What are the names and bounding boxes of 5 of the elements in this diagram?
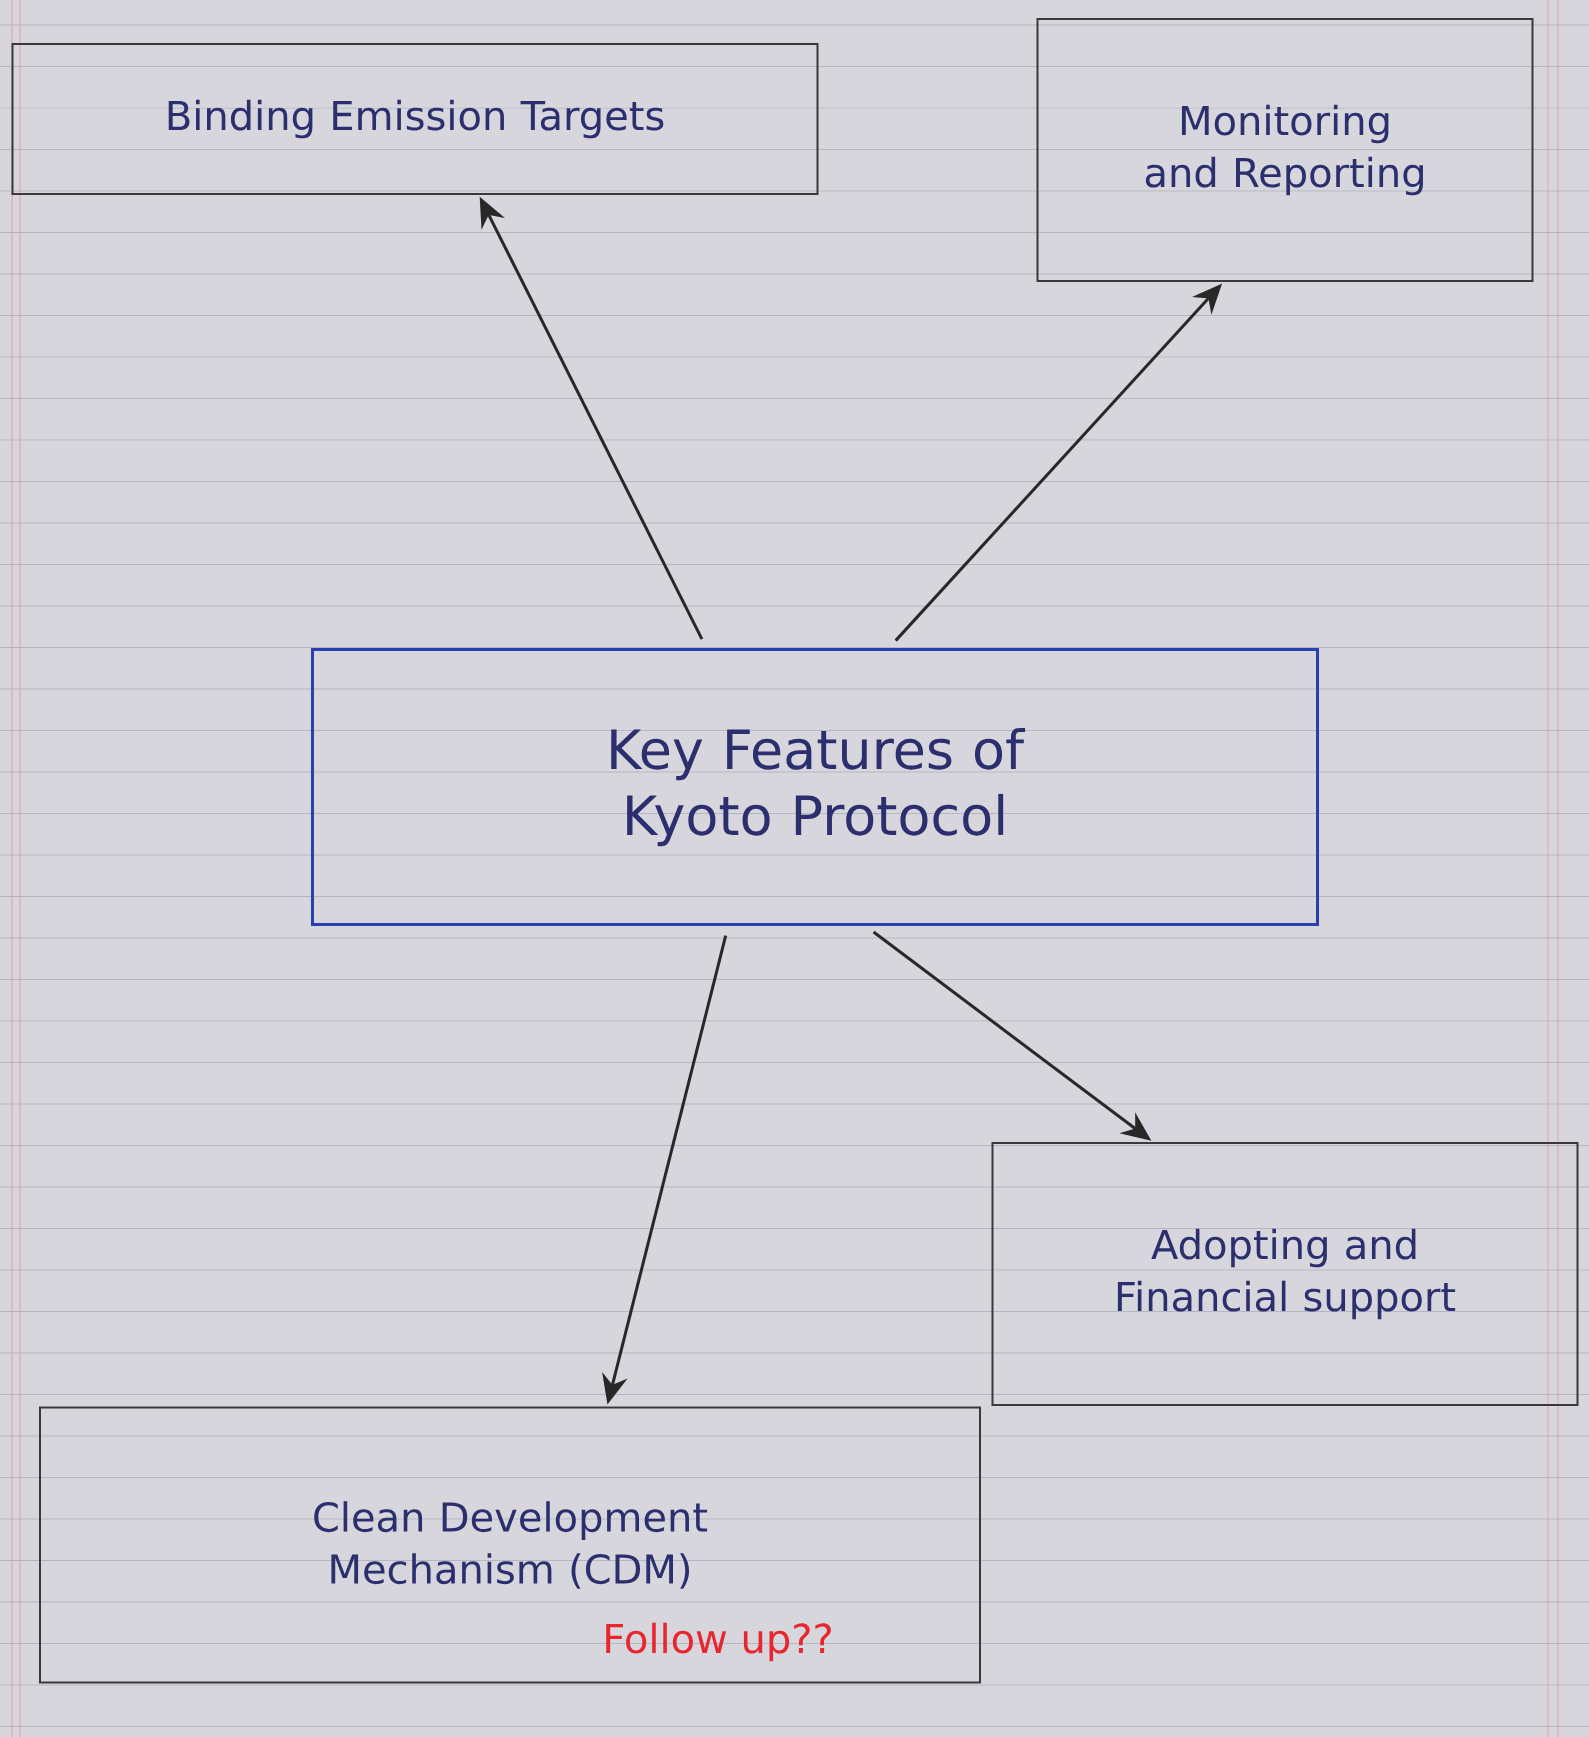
title-box: Key Features of Kyoto Protocol <box>311 648 1319 926</box>
feature-box: Adopting and Financial support <box>991 1142 1579 1406</box>
feature-box: Monitoring and Reporting <box>1036 18 1534 282</box>
feature-box: Binding Emission Targets <box>11 43 819 195</box>
note: Follow up?? <box>606 1622 831 1662</box>
